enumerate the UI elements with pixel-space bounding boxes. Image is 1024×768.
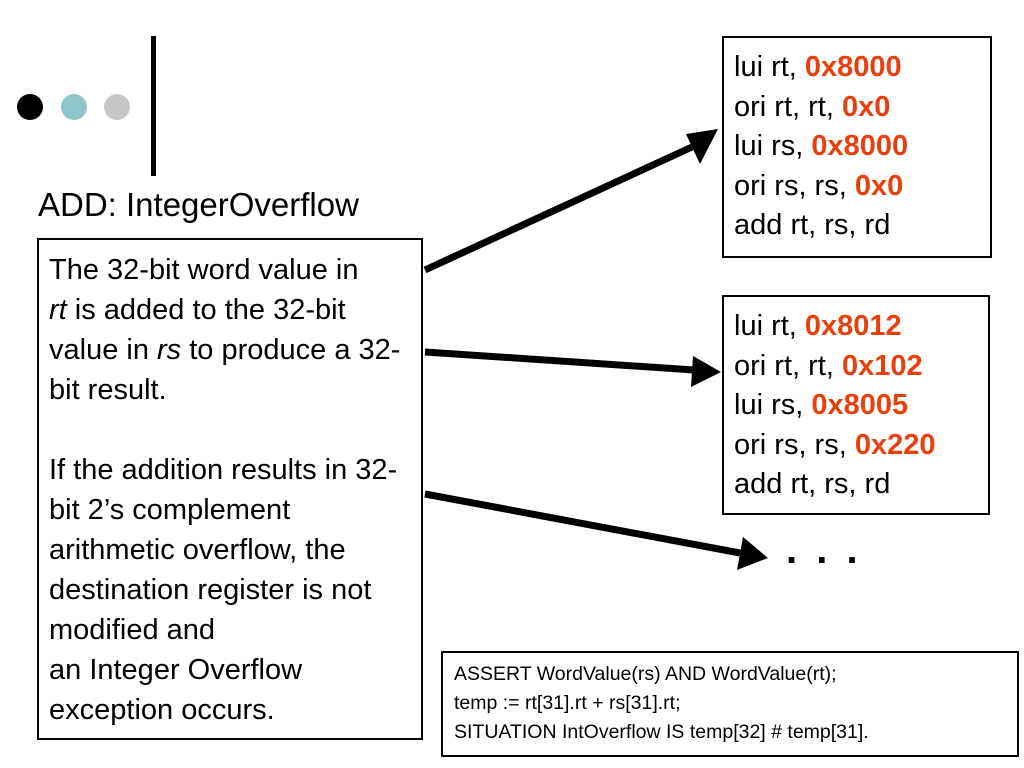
code-line: add rt, rs, rd	[734, 468, 891, 501]
spec-line-2: temp := rt[31].rt + rs[31].rt;	[454, 692, 681, 714]
arrowhead-3	[737, 537, 768, 570]
hex-value: 0x8000	[811, 130, 909, 163]
code-example-1: lui rt, 0x8000 ori rt, rt, 0x0 lui rs, 0…	[722, 36, 992, 258]
code-line: ori rt, rt, 0x102	[734, 349, 923, 382]
hex-value: 0x8012	[804, 310, 902, 342]
arrow-to-ellipsis	[424, 490, 741, 557]
code-line: add rt, rs, rd	[734, 209, 891, 242]
code-line: lui rt, 0x8012	[734, 310, 902, 342]
code-line: lui rs, 0x8000	[734, 130, 909, 163]
register-rs: rs	[157, 334, 182, 366]
hex-value: 0x102	[841, 349, 923, 382]
hex-value: 0x220	[854, 428, 936, 461]
bullet-dot-teal	[61, 94, 87, 120]
bullet-dot-black	[17, 94, 43, 120]
arrowhead-1	[686, 129, 718, 164]
hex-value: 0x8000	[804, 51, 902, 83]
code-line: lui rs, 0x8005	[734, 389, 909, 422]
bullet-dot-gray	[104, 94, 130, 120]
ellipsis: . . .	[786, 528, 862, 572]
code-example-2: lui rt, 0x8012 ori rt, rt, 0x102 lui rs,…	[722, 295, 990, 515]
specification-box: ASSERT WordValue(rs) AND WordValue(rt); …	[441, 651, 1019, 757]
slide-title: ADD: IntegerOverflow	[38, 186, 359, 223]
spec-line-3: SITUATION IntOverflow IS temp[32] # temp…	[454, 721, 869, 743]
code-line: ori rs, rs, 0x0	[734, 169, 904, 202]
arrow-to-code-2	[424, 348, 695, 374]
title-divider	[151, 36, 156, 176]
hex-value: 0x0	[841, 90, 891, 123]
hex-value: 0x0	[854, 169, 904, 202]
description-paragraph-2: If the addition results in 32-bit 2’s co…	[49, 454, 398, 726]
arrow-to-code-1	[423, 143, 694, 274]
arrowhead-2	[691, 356, 721, 387]
spec-line-1: ASSERT WordValue(rs) AND WordValue(rt);	[454, 663, 837, 685]
register-rt: rt	[49, 294, 67, 326]
hex-value: 0x8005	[811, 389, 909, 422]
code-line: lui rt, 0x8000	[734, 51, 902, 83]
code-line: ori rs, rs, 0x220	[734, 428, 936, 461]
code-line: ori rt, rt, 0x0	[734, 90, 891, 123]
